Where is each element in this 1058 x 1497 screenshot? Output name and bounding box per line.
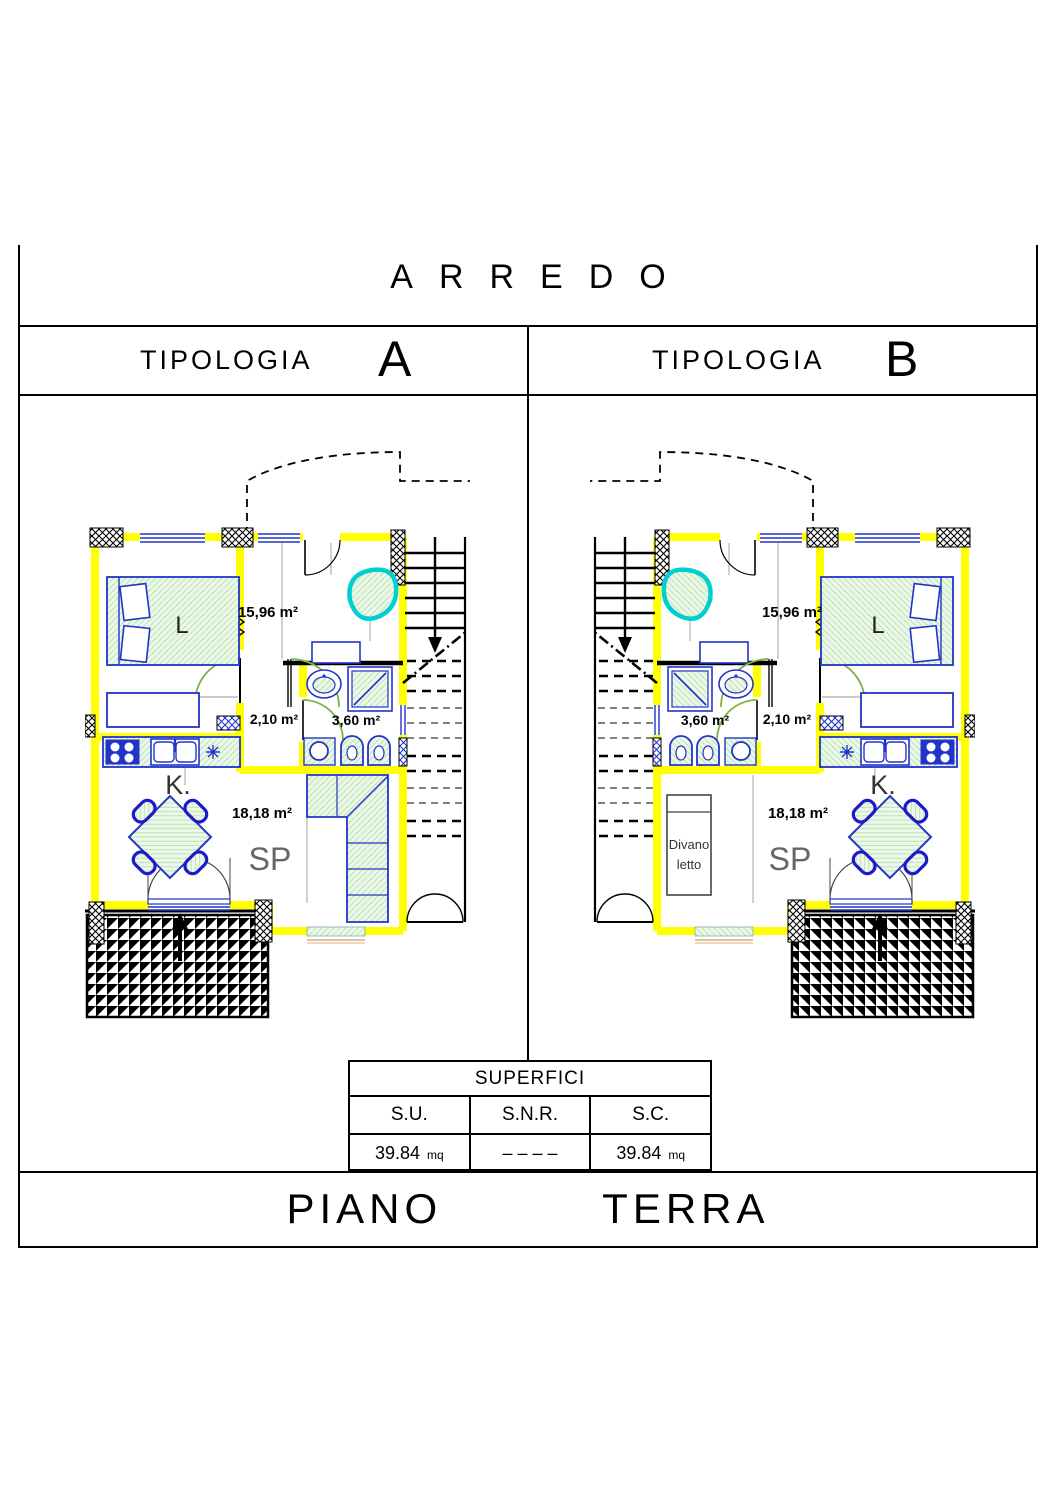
bed-label: L <box>175 612 188 639</box>
areas-table-title: SUPERFICI <box>350 1062 710 1097</box>
kitchen-label: K. <box>870 770 896 800</box>
sofa-bed-label-2: letto <box>677 857 702 872</box>
su-unit: mq <box>427 1148 444 1162</box>
plan-b-structure <box>590 452 975 1017</box>
room-area-hall: 2,10 m² <box>250 711 299 727</box>
panel-a-label: TIPOLOGIA <box>140 345 313 375</box>
sofa-bed: Divano letto <box>666 794 712 896</box>
kitchen-label: K. <box>165 770 191 800</box>
sofa-corner <box>306 774 389 923</box>
sheet-border-bottom <box>18 1246 1038 1248</box>
room-area-hall: 2,10 m² <box>763 711 812 727</box>
areas-col-su: S.U. <box>350 1097 471 1133</box>
sheet-border-right <box>1036 245 1038 1248</box>
areas-val-sc: 39.84 mq <box>591 1135 710 1171</box>
floor-plan-b: Divano letto 15,96 m² L 3,60 m² 2,10 m² … <box>585 445 975 1035</box>
sofa-bed-label-1: Divano <box>669 837 709 852</box>
panel-divider <box>527 325 529 1060</box>
floor-title-word1: PIANO <box>286 1184 443 1232</box>
living-label: SP <box>769 841 812 877</box>
bed-label: L <box>871 612 884 639</box>
sheet-border-left <box>18 245 20 1248</box>
floor-row-topline <box>18 1171 1038 1173</box>
floor-title-word2: TERRA <box>602 1184 770 1232</box>
areas-val-su: 39.84 mq <box>350 1135 471 1171</box>
areas-table: SUPERFICI S.U. S.N.R. S.C. 39.84 mq – – … <box>348 1060 712 1171</box>
floor-plan-a: 15,96 m² L 2,10 m² 3,60 m² K. 18,18 m² S… <box>85 445 475 1035</box>
room-area-bedroom: 15,96 m² <box>762 604 822 621</box>
panel-b-letter: B <box>885 331 919 387</box>
panel-a-letter: A <box>378 331 412 387</box>
sc-value: 39.84 <box>616 1142 662 1163</box>
panel-b-label: TIPOLOGIA <box>652 345 825 375</box>
room-area-bath: 3,60 m² <box>681 712 730 728</box>
su-value: 39.84 <box>374 1142 421 1163</box>
sc-unit: mq <box>668 1148 686 1162</box>
areas-val-snr: – – – – <box>471 1135 592 1171</box>
room-area-bath: 3,60 m² <box>332 712 381 728</box>
room-area-living: 18,18 m² <box>768 805 828 822</box>
plan-b-labels: 15,96 m² L 3,60 m² 2,10 m² K. 18,18 m² S… <box>681 604 896 877</box>
plan-a-structure <box>85 452 470 1017</box>
plan-a-labels: 15,96 m² L 2,10 m² 3,60 m² K. 18,18 m² S… <box>165 604 380 877</box>
room-area-living: 18,18 m² <box>232 805 292 822</box>
sheet-title: ARREDO <box>390 258 692 296</box>
areas-col-sc: S.C. <box>632 1104 670 1125</box>
room-area-bedroom: 15,96 m² <box>238 604 298 621</box>
areas-col-snr: S.N.R. <box>471 1097 592 1133</box>
floor-title: PIANO TERRA <box>18 1171 1038 1246</box>
living-label: SP <box>249 841 292 877</box>
